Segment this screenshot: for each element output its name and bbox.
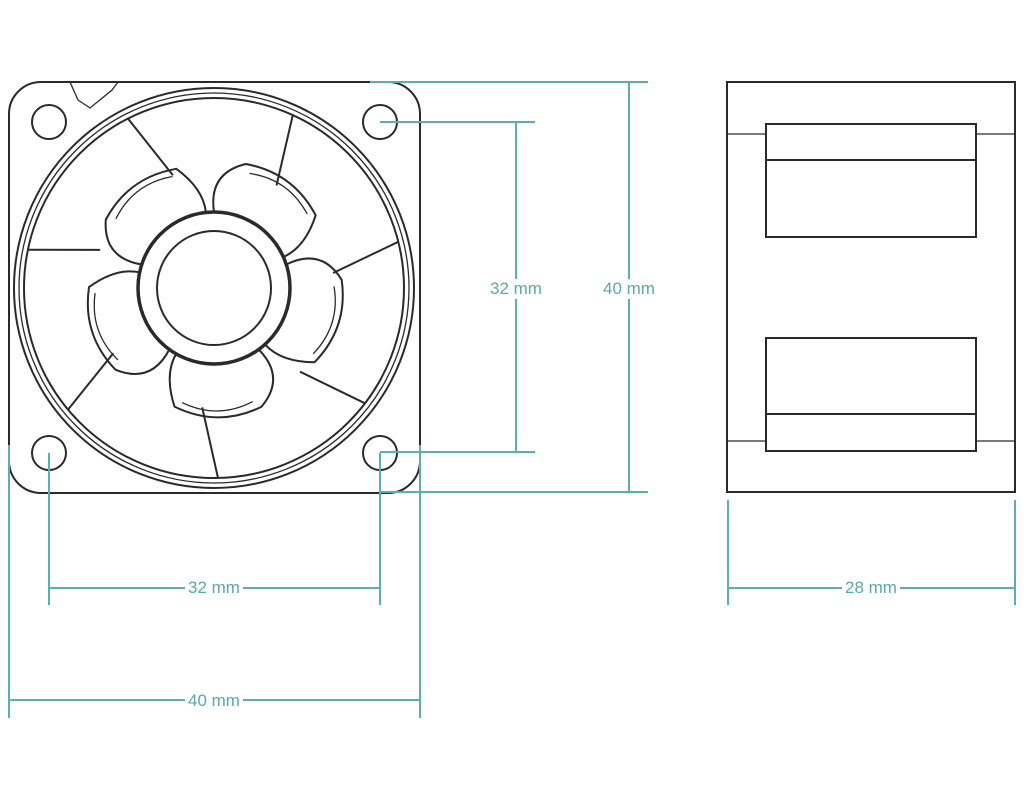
fan-blade-edge — [249, 172, 308, 215]
fan-blade — [168, 348, 275, 419]
fan-strut — [299, 370, 366, 405]
fan-blade — [86, 270, 171, 375]
fan-ring-inner — [23, 97, 405, 479]
fan-blade-edge — [115, 175, 173, 220]
dim-label-depth: 28 mm — [842, 578, 900, 598]
fan-ring-outer — [13, 87, 415, 489]
fan-blade-edge — [93, 293, 119, 361]
fan-strut — [127, 117, 174, 176]
dim-label-height: 40 mm — [600, 279, 658, 299]
fan-strut — [67, 352, 115, 411]
fan-strut — [332, 240, 399, 274]
fan-frame — [8, 81, 421, 494]
fan-blade-edge — [312, 286, 336, 355]
dim-label-width: 40 mm — [185, 691, 243, 711]
side-label-top — [765, 123, 977, 238]
side-label-bottom — [765, 337, 977, 452]
mount-hole — [31, 104, 67, 140]
side-frame — [726, 81, 1016, 493]
fan-ring-mid — [18, 92, 410, 484]
fan-strut — [275, 114, 294, 186]
fan-hub-center — [156, 230, 272, 346]
dim-label-hole-horizontal: 32 mm — [185, 578, 243, 598]
fan-blade — [264, 257, 344, 364]
fan-strut — [201, 407, 219, 479]
fan-side-view — [726, 81, 1016, 493]
fan-front-view — [8, 81, 421, 494]
dim-label-hole-vertical: 32 mm — [487, 279, 545, 299]
fan-blade-edge — [181, 401, 254, 412]
cable-notch — [68, 81, 120, 109]
fan-blade — [212, 162, 317, 258]
dimension-lines — [8, 81, 1016, 718]
fan-blades — [27, 114, 399, 479]
fan-hub — [136, 210, 292, 366]
fan-blade — [104, 167, 207, 266]
